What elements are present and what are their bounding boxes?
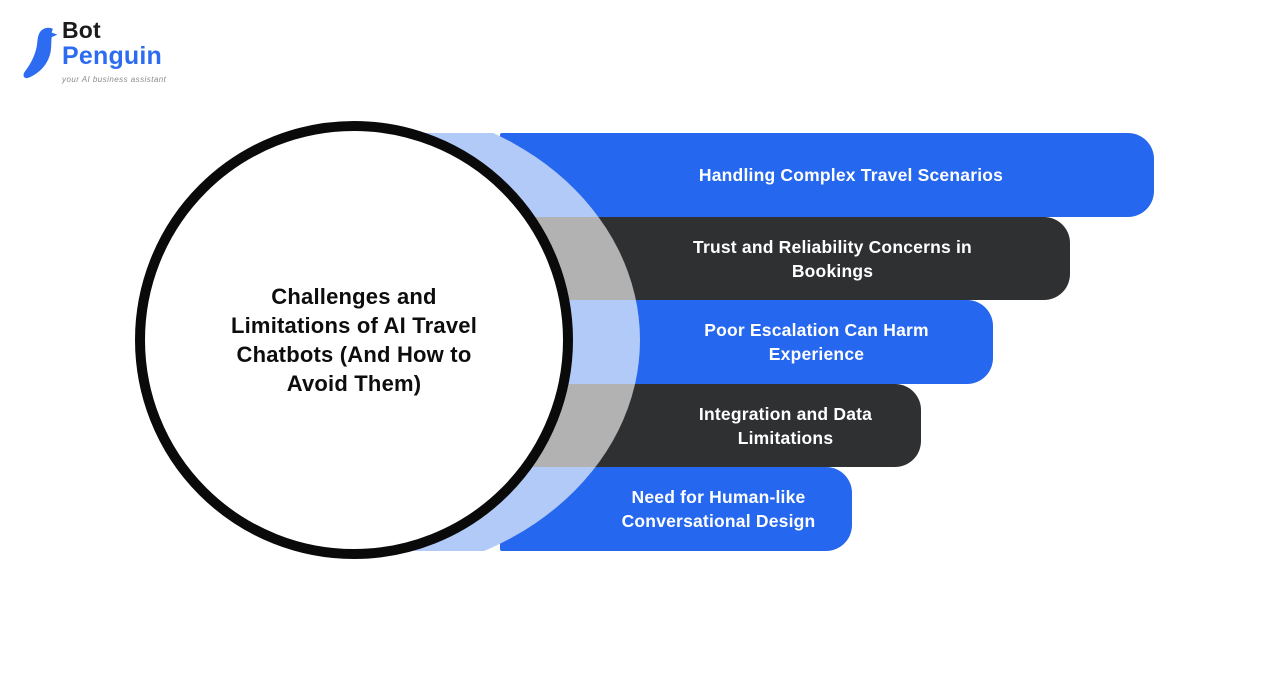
bar-label: Poor Escalation Can Harm Experience [704, 320, 929, 364]
logo-text: Bot Penguin your AI business assistant [62, 17, 167, 85]
penguin-icon [20, 26, 58, 90]
brand-tagline: your AI business assistant [62, 75, 167, 84]
bar-label: Handling Complex Travel Scenarios [698, 165, 1004, 185]
brand-name-bot: Bot [62, 17, 101, 43]
bar-label: Need for Human-like Conversational Desig… [621, 487, 816, 531]
bar-label: Trust and Reliability Concerns in Bookin… [693, 236, 972, 281]
diagram-title: Challenges and Limitations of AI Travel … [230, 284, 478, 396]
bar-label: Integration and Data Limitations [698, 403, 873, 448]
botpenguin-logo: Bot Penguin your AI business assistant [20, 18, 166, 90]
brand-name-penguin: Penguin [62, 42, 163, 70]
center-circle: Challenges and Limitations of AI Travel … [135, 121, 573, 559]
bar-handling-complex-travel-scenarios: Handling Complex Travel Scenarios [500, 133, 1154, 217]
